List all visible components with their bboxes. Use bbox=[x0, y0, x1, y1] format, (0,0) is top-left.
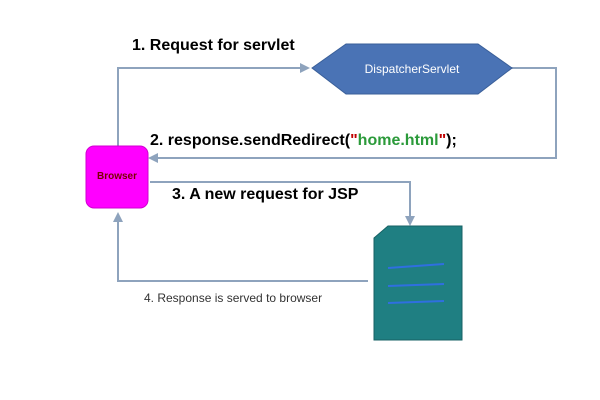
arrow-request-for-servlet bbox=[117, 63, 310, 148]
step2-prefix: 2. response.sendRedirect( bbox=[150, 132, 351, 149]
browser-node bbox=[85, 145, 149, 209]
step2-argument: home.html bbox=[357, 132, 439, 149]
step2-quote-open: " bbox=[350, 132, 358, 149]
step2-label: 2. response.sendRedirect("home.html"); bbox=[150, 132, 457, 150]
arrow-new-request-for-jsp bbox=[150, 181, 415, 226]
step2-quote-close: " bbox=[438, 132, 447, 149]
dispatcher-servlet-label: DispatcherServlet bbox=[364, 62, 460, 76]
step4-label: 4. Response is served to browser bbox=[144, 291, 323, 305]
step3-label: 3. A new request for JSP bbox=[172, 186, 359, 203]
arrow-send-redirect bbox=[148, 67, 557, 163]
document-line-icon bbox=[387, 283, 445, 287]
step2-suffix: ); bbox=[446, 132, 457, 149]
dispatcher-servlet-node bbox=[311, 43, 513, 95]
document-line-icon bbox=[387, 300, 445, 304]
document-line-icon bbox=[387, 263, 445, 269]
browser-label: Browser bbox=[96, 170, 137, 182]
jsp-document-icon bbox=[373, 225, 463, 341]
step1-label: 1. Request for servlet bbox=[132, 37, 295, 54]
arrow-response-served bbox=[113, 212, 368, 282]
